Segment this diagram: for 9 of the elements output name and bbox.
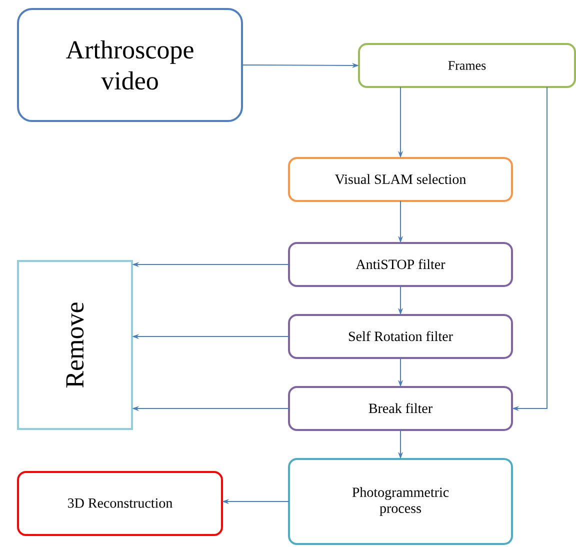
process-box: Photogrammetric process <box>288 458 513 545</box>
process-box: 3D Reconstruction <box>17 471 223 536</box>
process-box: AntiSTOP filter <box>288 242 513 287</box>
process-box: Remove <box>17 260 133 430</box>
process-box: Self Rotation filter <box>288 314 513 359</box>
process-box: Visual SLAM selection <box>288 157 513 202</box>
process-box: Arthroscope video <box>17 8 243 122</box>
process-box: Frames <box>358 43 576 88</box>
process-box: Break filter <box>288 386 513 431</box>
